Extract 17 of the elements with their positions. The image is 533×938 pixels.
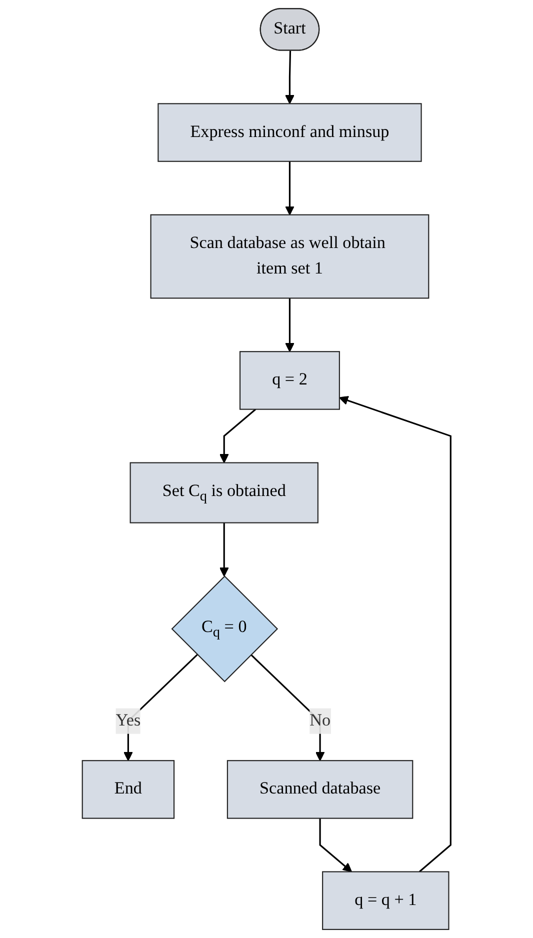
arrow: [285, 161, 294, 216]
arrow: [219, 408, 256, 464]
arrow: [319, 818, 352, 872]
arrow: [219, 522, 229, 577]
node-box: End: [82, 760, 175, 819]
node-box: Express minconf and minsup: [158, 103, 422, 162]
node-box: q = q + 1: [322, 871, 450, 930]
arrow: [339, 396, 452, 872]
edge-label: No: [310, 711, 330, 730]
edge-label: Yes: [116, 711, 141, 730]
node-box: Set C$_{q}$ is obtained: [130, 462, 318, 524]
node-box: Scanned database: [226, 760, 414, 819]
node-box: Scan database as well obtain item set 1: [150, 214, 430, 299]
node-diamond: C$_{q}$ = 0: [171, 575, 278, 682]
node-box: q = 2: [239, 351, 340, 410]
arrow: [285, 50, 294, 104]
arrow: [285, 298, 294, 352]
